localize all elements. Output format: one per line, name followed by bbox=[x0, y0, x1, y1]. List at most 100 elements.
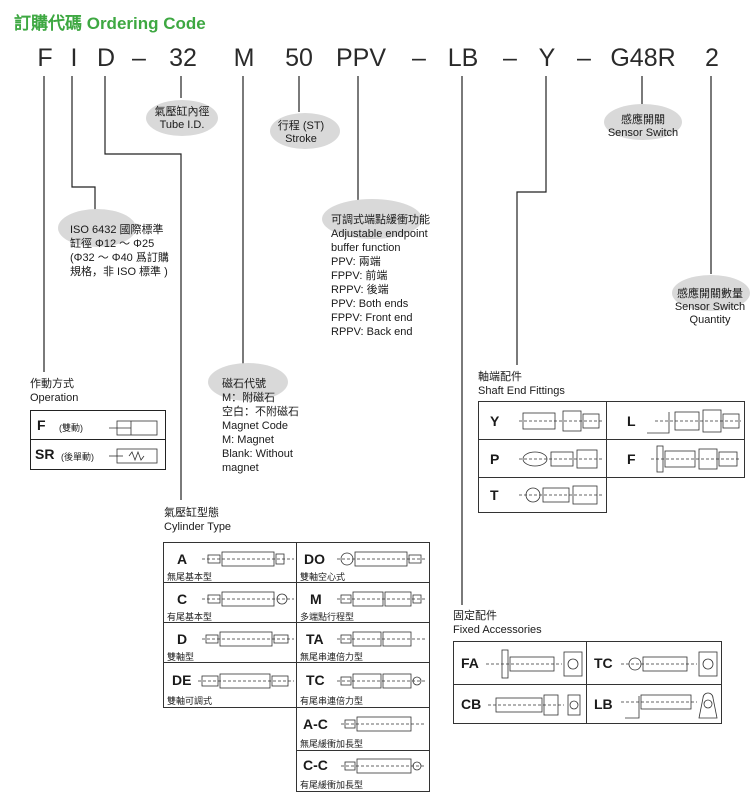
cylinder-icon bbox=[341, 716, 425, 732]
cyl-code: A bbox=[177, 551, 188, 567]
magnet-bubble bbox=[208, 363, 288, 401]
magnet-line: 空白：不附磁石 bbox=[222, 406, 299, 418]
shaft-end-cell-t: T bbox=[478, 477, 607, 513]
cyl-desc: 有尾串連倍力型 bbox=[300, 696, 364, 706]
buffer-line: FPPV: Front end bbox=[331, 312, 413, 324]
cyl-desc: 有尾緩衝加長型 bbox=[300, 780, 364, 790]
buffer-line: FPPV: 前端 bbox=[331, 270, 388, 282]
cyl-left-cell: A 無尾基本型 bbox=[163, 542, 297, 583]
code-cylinder-type: D bbox=[96, 44, 116, 72]
cyl-code: D bbox=[177, 631, 188, 647]
cyl-right-cell: DO 雙軸空心式 bbox=[296, 542, 430, 583]
magnet-line: magnet bbox=[222, 462, 259, 474]
sensor-switch-en: Sensor Switch bbox=[607, 127, 679, 139]
sensor-switch-bubble bbox=[604, 104, 682, 140]
tube-id-en: Tube I.D. bbox=[159, 119, 205, 131]
cyl-right-cell: TA 無尾串連倍力型 bbox=[296, 622, 430, 663]
cyl-desc: 無尾基本型 bbox=[167, 572, 213, 582]
code-dash-2: – bbox=[412, 44, 426, 72]
shaft-end-cell-p: P bbox=[478, 439, 607, 478]
cyl-desc: 有尾基本型 bbox=[167, 612, 213, 622]
fixed-code: FA bbox=[461, 655, 479, 671]
code-iso: I bbox=[70, 44, 78, 72]
code-dash-1: – bbox=[132, 44, 146, 72]
clevis-y-icon bbox=[519, 410, 603, 432]
fixed-cell-fa: FA bbox=[453, 641, 587, 685]
pin-p-icon bbox=[519, 449, 603, 469]
cyl-left-cell: DE 雙軸可調式 bbox=[163, 662, 297, 708]
cylinder-type-zh: 氣壓缸型態 bbox=[164, 507, 219, 519]
buffer-line: RPPV: Back end bbox=[331, 326, 413, 338]
operation-code: F bbox=[37, 417, 46, 433]
cylinder-icon bbox=[337, 551, 425, 567]
magnet-line: M: Magnet bbox=[222, 434, 274, 446]
buffer-line: PPV: 兩端 bbox=[331, 256, 381, 268]
buffer-bubble bbox=[322, 199, 422, 239]
tube-id-bubble bbox=[146, 100, 218, 136]
cyl-right-cell: A-C 無尾緩衝加長型 bbox=[296, 707, 430, 751]
cylinder-icon bbox=[198, 673, 294, 689]
shaft-end-code: T bbox=[490, 487, 499, 503]
code-magnet: M bbox=[233, 44, 255, 72]
cylinder-icon bbox=[202, 591, 294, 607]
cyl-code: TA bbox=[306, 631, 324, 647]
code-buffer: PPV bbox=[335, 44, 387, 72]
flange-fa-icon bbox=[486, 649, 583, 679]
iso-line2: 缸徑 Φ12 ～ Φ25 bbox=[70, 238, 155, 250]
cyl-right-cell: TC 有尾串連倍力型 bbox=[296, 662, 430, 708]
cyl-code: DO bbox=[304, 551, 325, 567]
flange-f-icon bbox=[651, 445, 741, 473]
buffer-line: PPV: Both ends bbox=[331, 298, 409, 310]
operation-en: Operation bbox=[30, 392, 79, 404]
fixed-cell-lb: LB bbox=[586, 684, 722, 724]
bracket-l-icon bbox=[647, 409, 741, 434]
cylinder-icon bbox=[337, 673, 425, 689]
cyl-code: C-C bbox=[303, 757, 328, 773]
stroke-en: Stroke bbox=[285, 133, 317, 145]
sensor-switch-zh: 感應開關 bbox=[621, 114, 665, 126]
fixed-en: Fixed Accessories bbox=[453, 624, 542, 636]
code-shaft-end: LB bbox=[447, 44, 479, 72]
buffer-zh: 可調式端點緩衝功能 bbox=[331, 214, 430, 226]
switch-qty-en1: Sensor Switch bbox=[674, 301, 746, 313]
shaft-end-en: Shaft End Fittings bbox=[478, 385, 565, 397]
switch-qty-bubble bbox=[672, 275, 750, 311]
shaft-end-code: F bbox=[627, 451, 636, 467]
buffer-line: RPPV: 後端 bbox=[331, 284, 389, 296]
cylinder-icon bbox=[337, 591, 425, 607]
fixed-cell-cb: CB bbox=[453, 684, 587, 724]
operation-symbols bbox=[109, 420, 158, 464]
shaft-end-code: L bbox=[627, 413, 636, 429]
buffer-line: Adjustable endpoint bbox=[331, 228, 428, 240]
switch-qty-en2: Quantity bbox=[689, 314, 731, 326]
cylinder-icon bbox=[337, 631, 425, 647]
cylinder-icon bbox=[341, 758, 425, 774]
operation-desc: (雙動) bbox=[59, 423, 83, 433]
cylinder-type-en: Cylinder Type bbox=[164, 521, 232, 533]
iso-line1: ISO 6432 國際標準 bbox=[70, 224, 164, 236]
code-dash-3: – bbox=[503, 44, 517, 72]
code-tube-id: 32 bbox=[169, 44, 197, 72]
buffer-line: buffer function bbox=[331, 242, 401, 254]
magnet-line: Blank: Without bbox=[222, 448, 293, 460]
iso-line4: 規格，非 ISO 標準 ) bbox=[70, 266, 168, 278]
code-fixed: Y bbox=[538, 44, 556, 72]
shaft-end-zh: 軸端配件 bbox=[478, 371, 522, 383]
fixed-code: CB bbox=[461, 696, 482, 712]
cyl-desc: 多端點行程型 bbox=[300, 612, 355, 622]
operation-table: F (雙動) SR (後單動) bbox=[30, 410, 166, 470]
cyl-code: M bbox=[310, 591, 322, 607]
cyl-right-cell: C-C 有尾緩衝加長型 bbox=[296, 750, 430, 792]
tube-id-zh: 氣壓缸內徑 bbox=[154, 106, 210, 118]
iso-bubble bbox=[58, 209, 136, 247]
shaft-end-cell-f: F bbox=[606, 439, 745, 478]
cyl-left-cell: C 有尾基本型 bbox=[163, 582, 297, 623]
shaft-end-cell-l: L bbox=[606, 401, 745, 440]
fixed-code: TC bbox=[594, 655, 613, 671]
cyl-right-cell: M 多端點行程型 bbox=[296, 582, 430, 623]
shaft-end-code: Y bbox=[490, 413, 500, 429]
cyl-desc: 雙軸空心式 bbox=[300, 572, 346, 582]
operation-zh: 作動方式 bbox=[30, 378, 74, 390]
switch-qty-zh: 感應開關數量 bbox=[677, 288, 743, 300]
